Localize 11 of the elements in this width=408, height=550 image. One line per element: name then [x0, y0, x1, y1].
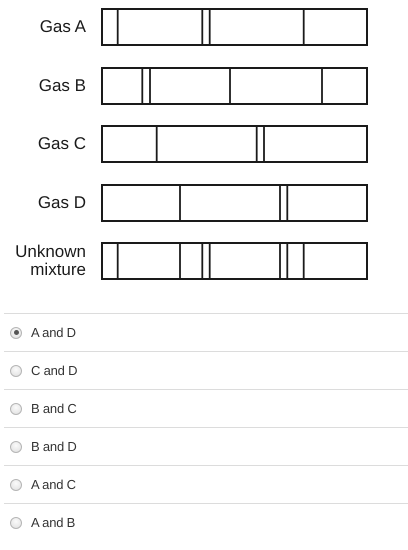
answer-option: C and D	[31, 363, 78, 378]
gas-label: Unknown mixture	[14, 243, 86, 279]
answer-option: A and C	[31, 477, 76, 492]
answer-option: B and C	[31, 401, 77, 416]
answer-option: B and D	[31, 439, 77, 454]
gas-label: Gas D	[36, 194, 86, 212]
answer-option: A and D	[31, 325, 76, 340]
gas-label: Gas C	[36, 135, 86, 153]
answer-option: A and B	[31, 515, 76, 530]
gas-label: Gas A	[38, 18, 86, 36]
gas-label: Gas B	[38, 76, 86, 94]
